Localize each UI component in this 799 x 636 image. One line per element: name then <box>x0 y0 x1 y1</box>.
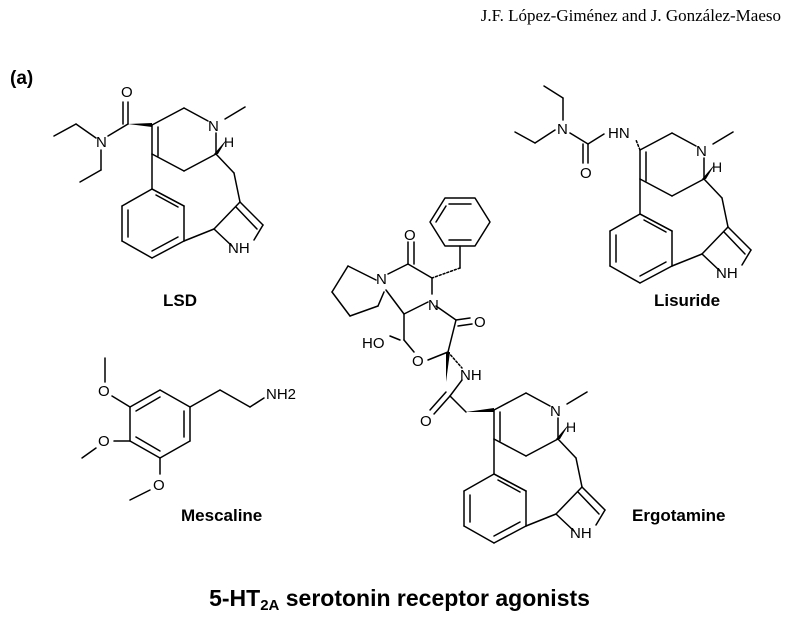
mescaline-label: Mescaline <box>181 506 263 525</box>
page-header: J.F. López-Giménez and J. González-Maeso <box>480 6 781 25</box>
svg-text:HO: HO <box>362 335 385 352</box>
svg-text:O: O <box>98 383 110 400</box>
svg-text:H: H <box>566 419 576 435</box>
svg-text:N: N <box>428 297 439 314</box>
svg-text:NH: NH <box>228 240 250 257</box>
lsd-label: LSD <box>163 291 197 310</box>
figure-caption: 5-HT2A serotonin receptor agonists <box>0 585 799 614</box>
svg-text:O: O <box>474 314 486 331</box>
svg-text:O: O <box>580 165 592 182</box>
ergotamine-structure: O N N HO O O NH O N <box>331 197 606 544</box>
lsd-structure: N H NH O N <box>53 84 264 259</box>
svg-text:O: O <box>98 433 110 450</box>
svg-text:N: N <box>557 121 568 138</box>
caption-main: 5-HT <box>209 585 261 611</box>
svg-text:O: O <box>121 84 133 101</box>
svg-text:N: N <box>550 403 561 420</box>
panel-label: (a) <box>10 68 34 89</box>
lisuride-label: Lisuride <box>654 291 721 310</box>
svg-text:N: N <box>376 271 387 288</box>
caption-rest: serotonin receptor agonists <box>279 585 590 611</box>
ergotamine-label: Ergotamine <box>632 506 726 525</box>
svg-text:NH2: NH2 <box>266 386 296 403</box>
svg-text:O: O <box>412 353 424 370</box>
svg-text:O: O <box>420 413 432 430</box>
lisuride-structure: N H NH HN O N <box>514 85 752 284</box>
svg-text:NH: NH <box>460 367 482 384</box>
svg-text:O: O <box>153 477 165 494</box>
svg-text:N: N <box>96 134 107 151</box>
mescaline-structure: NH2 O O O <box>81 357 296 501</box>
svg-text:N: N <box>696 143 707 160</box>
svg-text:H: H <box>712 159 722 175</box>
svg-text:H: H <box>224 134 234 150</box>
svg-text:HN: HN <box>608 125 630 142</box>
svg-text:N: N <box>208 118 219 135</box>
caption-subscript: 2A <box>260 597 280 614</box>
svg-text:NH: NH <box>570 525 592 542</box>
svg-text:NH: NH <box>716 265 738 282</box>
svg-text:O: O <box>404 227 416 244</box>
